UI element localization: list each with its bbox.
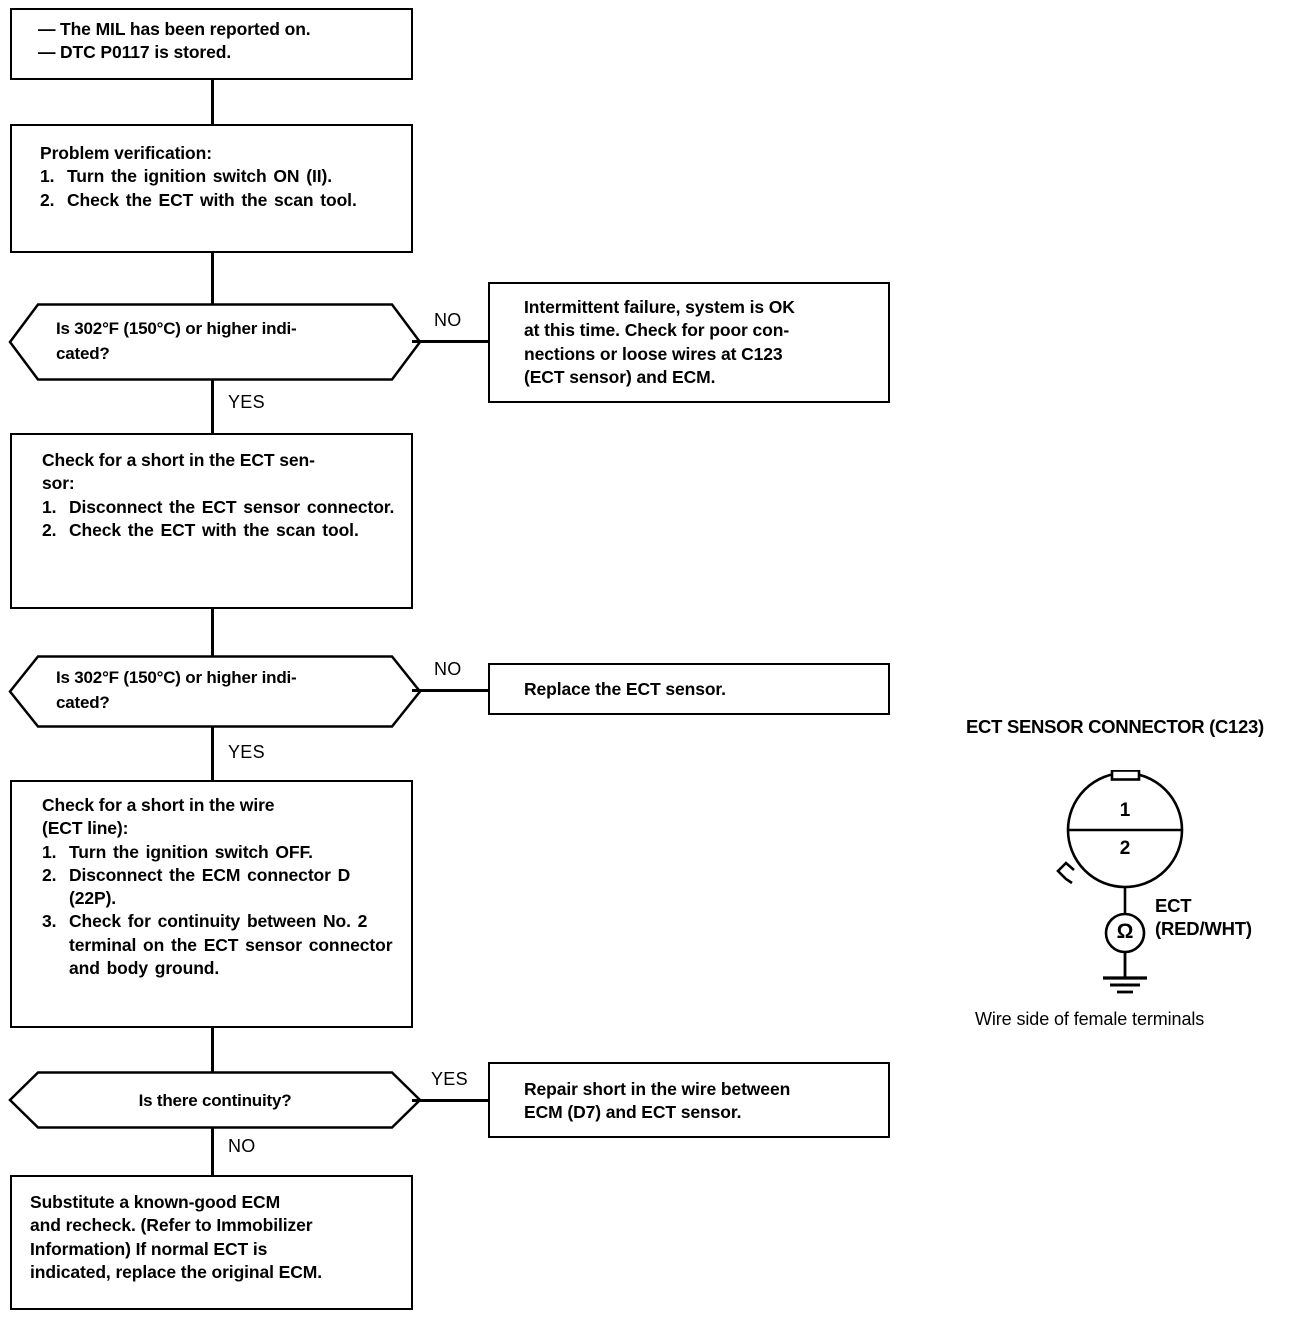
- decision-2-hexagon: Is 302°F (150°C) or higher indi- cated?: [8, 655, 422, 728]
- check-short-sensor-heading-1: Check for a short in the ECT sen-: [42, 450, 315, 470]
- problem-verification-box: Problem verification: 1. Turn the igniti…: [10, 124, 413, 253]
- substitute-ecm-box: Substitute a known-good ECM and recheck.…: [10, 1175, 413, 1310]
- connector-decision3-no: [211, 1127, 214, 1175]
- decision-1-label: Is 302°F (150°C) or higher indi- cated?: [56, 319, 297, 363]
- connector-top-tab: [1110, 770, 1141, 781]
- dash-bullet-icon: —: [38, 42, 56, 63]
- decision-3-shape: [8, 1071, 422, 1129]
- ect-connector-illustration: [1056, 770, 1184, 994]
- decision-2-no-label: NO: [434, 659, 462, 679]
- check-short-wire-step-2: 2. Disconnect the ECM connector D (22P).: [42, 864, 351, 909]
- connector-pin-1-label: 1: [1119, 800, 1131, 821]
- connector-diagram-caption: Wire side of female terminals: [975, 1009, 1205, 1029]
- connector-key-notch: [1056, 861, 1075, 885]
- decision-3-yes-label: YES: [431, 1069, 468, 1089]
- ohm-symbol-icon: Ω: [1116, 920, 1134, 943]
- symptom-line-1: — The MIL has been reported on.: [38, 18, 411, 41]
- connector-decision2-no: [412, 689, 490, 692]
- connector-decision1-yes: [211, 379, 214, 433]
- connector-diagram-title: ECT SENSOR CONNECTOR (C123): [966, 716, 1264, 737]
- check-short-sensor-box: Check for a short in the ECT sen- sor: 1…: [10, 433, 413, 609]
- symptom-box: — The MIL has been reported on. — DTC P0…: [10, 8, 413, 80]
- repair-short-box: Repair short in the wire between ECM (D7…: [488, 1062, 890, 1138]
- decision-3-no-label: NO: [228, 1136, 256, 1156]
- connector-decision2-yes: [211, 726, 214, 780]
- replace-sensor-text: Replace the ECT sensor.: [524, 679, 726, 699]
- problem-verification-heading: Problem verification:: [40, 143, 212, 163]
- connector-wirecheck-to-decision3: [211, 1028, 214, 1073]
- connector-symptom-to-verification: [211, 80, 214, 124]
- decision-2-yes-label: YES: [228, 742, 265, 762]
- decision-1-yes-label: YES: [228, 392, 265, 412]
- check-short-sensor-step-2: 2. Check the ECT with the scan tool.: [42, 519, 359, 540]
- decision-1-shape: [8, 303, 422, 381]
- connector-verification-to-decision1: [211, 253, 214, 304]
- dash-bullet-icon: —: [38, 19, 56, 39]
- decision-3-hexagon: Is there continuity?: [8, 1071, 422, 1129]
- ect-wire-label: ECT (RED/WHT): [1155, 895, 1252, 940]
- decision-1-no-label: NO: [434, 310, 462, 330]
- connector-decision1-no: [412, 340, 490, 343]
- symptom-line-2: — DTC P0117 is stored.: [38, 41, 411, 64]
- decision-2-label: Is 302°F (150°C) or higher indi- cated?: [56, 668, 297, 712]
- replace-sensor-box: Replace the ECT sensor.: [488, 663, 890, 715]
- check-short-wire-box: Check for a short in the wire (ECT line)…: [10, 780, 413, 1028]
- check-short-wire-step-3: 3. Check for continuity between No. 2 te…: [42, 911, 393, 978]
- verification-step-1: 1. Turn the ignition switch ON (II).: [40, 166, 332, 187]
- check-short-wire-heading-1: Check for a short in the wire: [42, 795, 275, 815]
- check-short-sensor-heading-2: sor:: [42, 473, 75, 494]
- check-short-wire-heading-2: (ECT line):: [42, 818, 129, 839]
- intermittent-failure-box: Intermittent failure, system is OK at th…: [488, 282, 890, 403]
- decision-1-hexagon: Is 302°F (150°C) or higher indi- cated?: [8, 303, 422, 381]
- connector-decision3-yes: [412, 1099, 490, 1102]
- verification-step-2: 2. Check the ECT with the scan tool.: [40, 189, 357, 210]
- decision-3-label: Is there continuity?: [138, 1091, 292, 1110]
- check-short-sensor-step-1: 1. Disconnect the ECT sensor connector.: [42, 496, 395, 517]
- connector-pin-2-label: 2: [1119, 838, 1131, 859]
- connector-sensorcheck-to-decision2: [211, 609, 214, 656]
- decision-2-shape: [8, 655, 422, 728]
- check-short-wire-step-1: 1. Turn the ignition switch OFF.: [42, 841, 313, 862]
